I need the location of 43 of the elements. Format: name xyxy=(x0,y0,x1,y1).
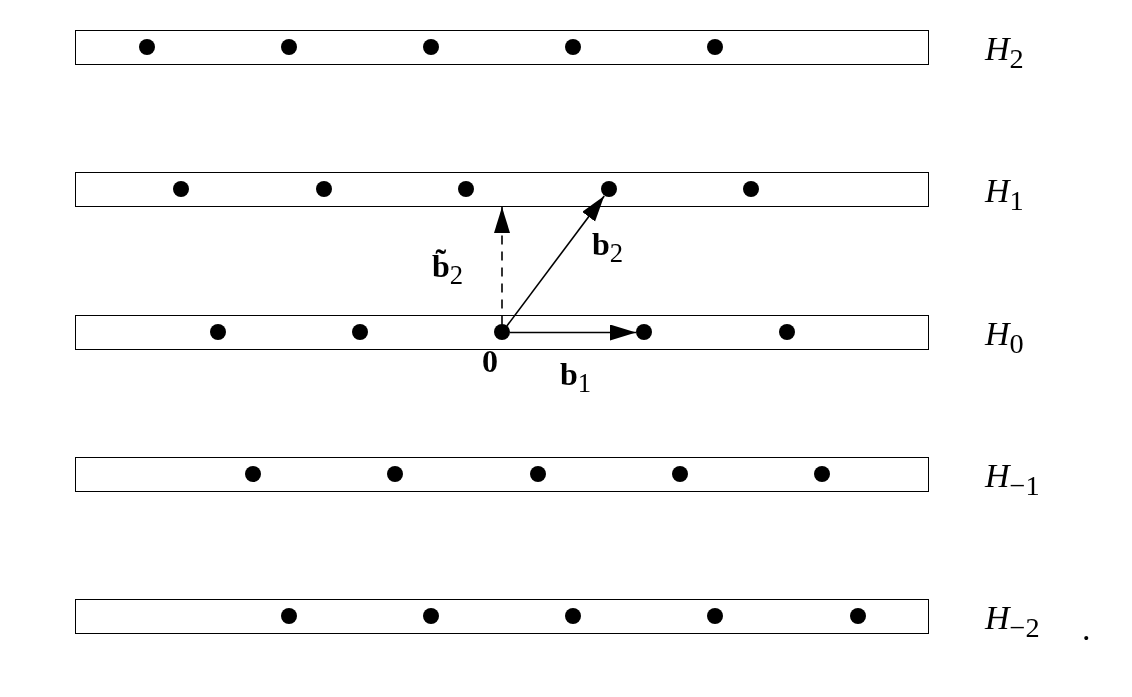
lattice-point xyxy=(280,608,297,624)
layer-label: H$_{1}$ xyxy=(985,174,1024,216)
lattice-point xyxy=(742,181,759,197)
lattice-point xyxy=(315,181,332,197)
lattice-point xyxy=(671,466,688,482)
lattice-point xyxy=(706,608,723,624)
period: . xyxy=(1082,612,1091,646)
vector-label: b$_{1}$ xyxy=(560,358,592,398)
lattice-point xyxy=(564,608,581,624)
lattice-point xyxy=(813,466,830,482)
layer-band xyxy=(75,172,929,207)
lattice-point xyxy=(457,181,474,197)
lattice-point xyxy=(849,608,866,624)
layer-label: H$_{−1}$ xyxy=(985,459,1040,501)
arrow xyxy=(509,324,637,341)
arrow xyxy=(494,206,510,326)
lattice-point xyxy=(209,324,226,340)
lattice-point xyxy=(529,466,546,482)
lattice-point xyxy=(778,324,795,340)
lattice-point xyxy=(635,324,652,340)
layer-label: H$_{2}$ xyxy=(985,32,1024,74)
lattice-point xyxy=(564,39,581,55)
lattice-point xyxy=(422,39,439,55)
layer-band xyxy=(75,599,929,634)
lattice-point xyxy=(386,466,403,482)
vector-label: b$_{2}$ xyxy=(592,228,624,268)
origin-label: 0 xyxy=(482,344,498,377)
lattice-point xyxy=(351,324,368,340)
lattice-point xyxy=(422,608,439,624)
lattice-point xyxy=(280,39,297,55)
lattice-point xyxy=(493,324,510,340)
layer-band xyxy=(75,315,929,350)
lattice-point xyxy=(172,181,189,197)
vector-label: b̃$_{2}$ xyxy=(432,250,464,290)
lattice-point xyxy=(244,466,261,482)
layer-band xyxy=(75,30,929,65)
arrow xyxy=(506,195,605,327)
layer-label: H$_{0}$ xyxy=(985,317,1024,359)
lattice-point xyxy=(600,181,617,197)
lattice-point xyxy=(138,39,155,55)
lattice-point xyxy=(706,39,723,55)
layer-band xyxy=(75,457,929,492)
layer-label: H$_{−2}$ xyxy=(985,601,1040,643)
